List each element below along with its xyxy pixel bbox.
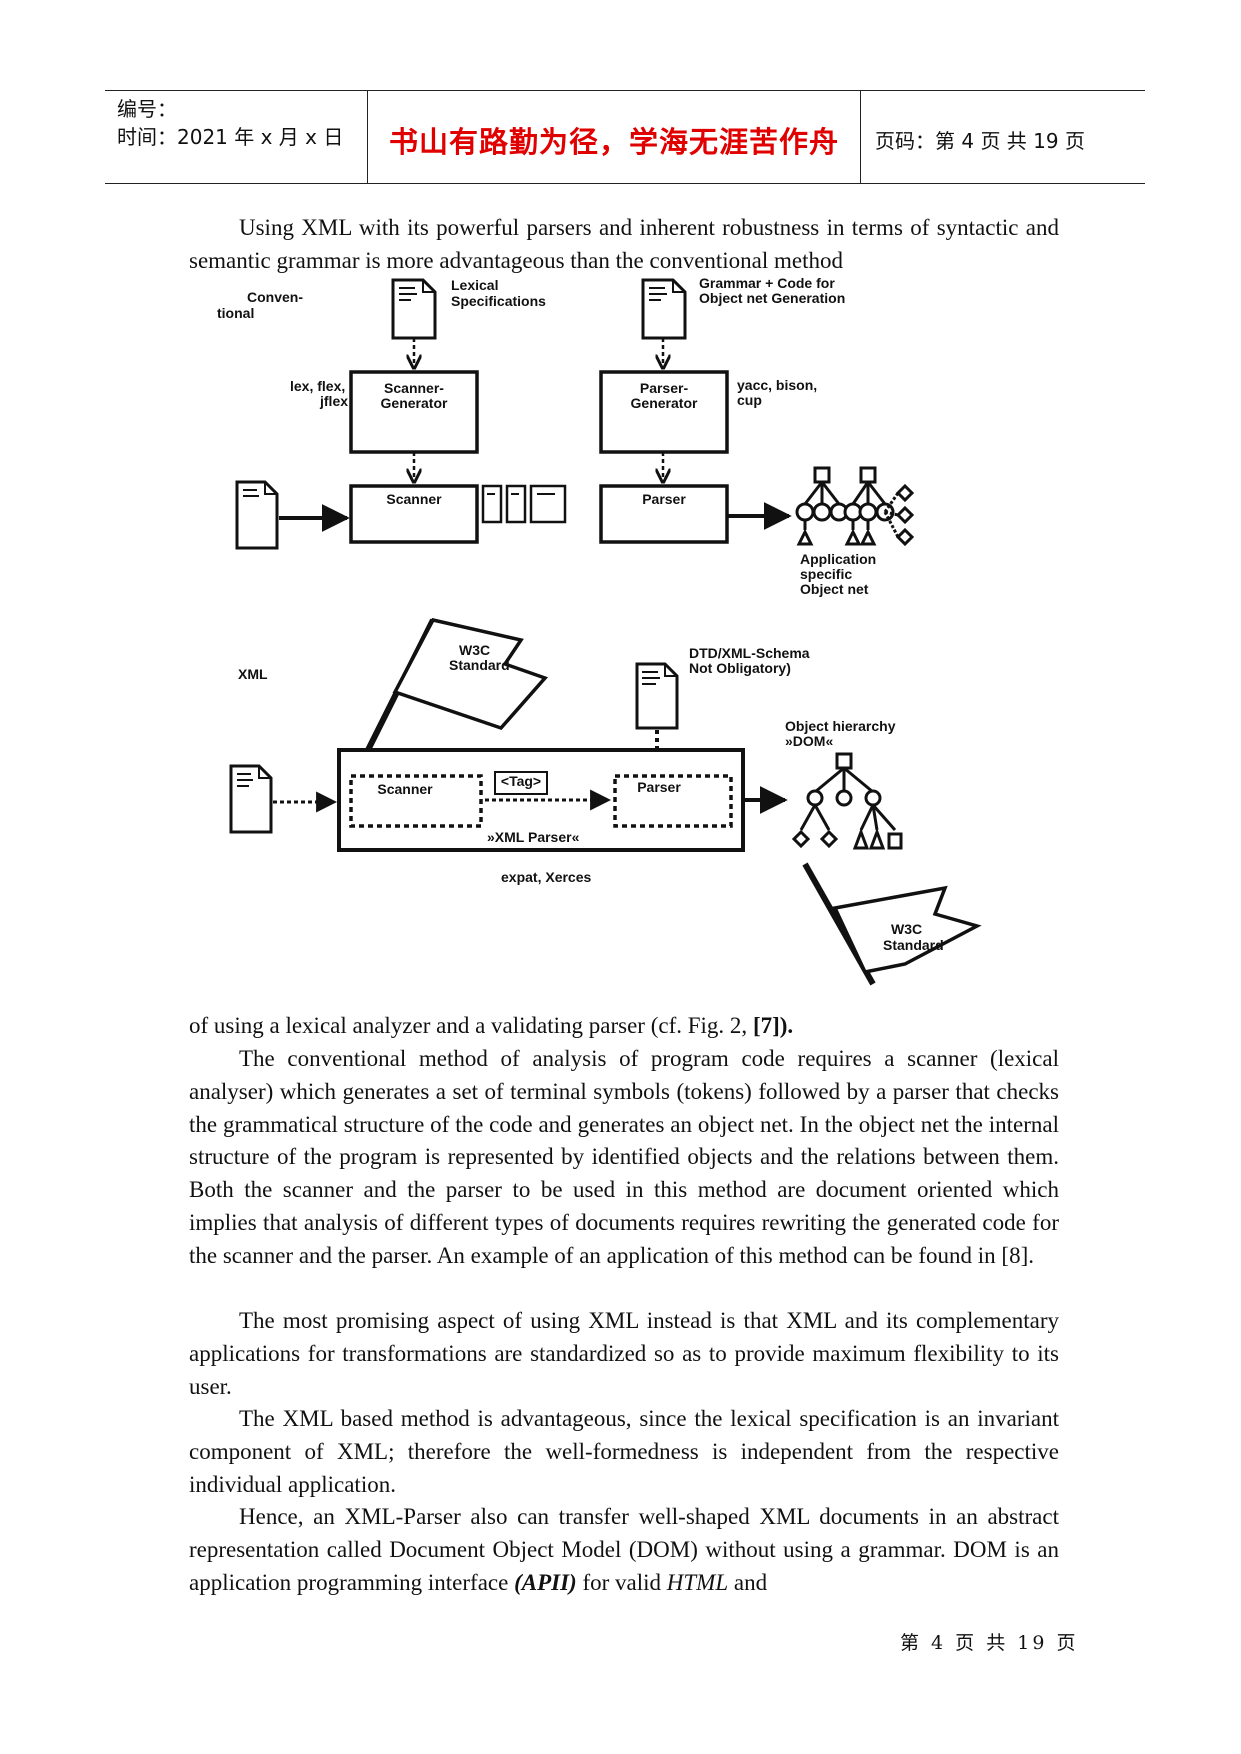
label-w3c-bottom-2: Standard — [883, 937, 944, 953]
figure-svg: Conven- tional Lexical Specifications Gr… — [217, 275, 982, 986]
label-xml: XML — [238, 666, 268, 682]
paragraph-5-text-b: for valid — [576, 1569, 667, 1595]
header-motto: 书山有路勤为径，学海无涯苦作舟 — [388, 125, 839, 159]
label-dtd-1: DTD/XML-Schema — [689, 645, 810, 661]
paragraph-3: The most promising aspect of using XML i… — [189, 1305, 1059, 1403]
label-w3c-top-2: Standard — [449, 657, 510, 673]
token-stream-icon — [481, 484, 567, 524]
label-lexical-spec-1: Lexical — [451, 277, 498, 293]
label-conventional-1: Conven- — [247, 289, 303, 305]
paragraph-1-tail-text: of using a lexical analyzer and a valida… — [189, 1013, 753, 1038]
parser-generator-box — [599, 370, 729, 454]
document-number-label: 编号： — [117, 97, 177, 121]
paragraph-4: The XML based method is advantageous, si… — [189, 1403, 1059, 1501]
label-scanner: Scanner — [386, 491, 442, 507]
label-scanner-gen-2: Generator — [381, 395, 448, 411]
paragraph-1-lead-text: Using XML with its powerful parsers and … — [189, 215, 1059, 273]
document-time-label: 时间：2021 年 x 月 x 日 — [117, 125, 344, 149]
paragraph-5-text-a: Hence, an XML-Parser also can transfer w… — [189, 1504, 1059, 1595]
paragraph-1-lead: Using XML with its powerful parsers and … — [189, 212, 1059, 278]
object-net-tree-icon — [795, 466, 915, 547]
label-expat: expat, Xerces — [501, 869, 591, 885]
paragraph-4-text: The XML based method is advantageous, si… — [189, 1406, 1059, 1497]
xml-scanner-box — [349, 774, 483, 828]
label-lexical-spec-2: Specifications — [451, 293, 546, 309]
paragraph-3-text: The most promising aspect of using XML i… — [189, 1308, 1059, 1399]
footer-page-number: 第 4 页 共 19 页 — [900, 1632, 1079, 1654]
figure-2-diagram: Conven- tional Lexical Specifications Gr… — [205, 272, 1025, 1002]
source-document-icon — [235, 480, 279, 550]
label-xml-scanner: Scanner — [377, 781, 433, 797]
paragraph-1-reference: [7]). — [752, 1013, 794, 1038]
label-app-net-2: specific — [800, 566, 852, 582]
label-parser-gen-2: Generator — [631, 395, 698, 411]
xml-source-document-icon — [229, 764, 273, 834]
label-grammar-code-1: Grammar + Code for — [699, 275, 835, 291]
label-app-net-1: Application — [800, 551, 876, 567]
label-app-net-3: Object net — [800, 581, 869, 597]
scanner-box — [349, 484, 479, 544]
header-meta-cell: 编号： 时间：2021 年 x 月 x 日 — [105, 91, 367, 183]
label-xml-parser-title: »XML Parser« — [487, 829, 580, 845]
paragraph-1-tail: of using a lexical analyzer and a valida… — [189, 1010, 1059, 1043]
label-yacc-tools-2: cup — [737, 392, 762, 408]
xml-parser-box — [613, 774, 733, 828]
label-parser: Parser — [642, 491, 686, 507]
paragraph-5-text-c: and — [728, 1569, 768, 1595]
label-grammar-code-2: Object net Generation — [699, 290, 845, 306]
label-yacc-tools-1: yacc, bison, — [737, 377, 817, 393]
dtd-schema-document-icon — [635, 662, 679, 730]
label-obj-hier-1: Object hierarchy — [785, 718, 896, 734]
paragraph-2-text: The conventional method of analysis of p… — [189, 1046, 1059, 1268]
label-conventional-2: tional — [217, 305, 254, 321]
w3c-flag-top-icon — [359, 617, 549, 764]
document-header: 编号： 时间：2021 年 x 月 x 日 书山有路勤为径，学海无涯苦作舟 页码… — [105, 90, 1145, 184]
header-page-label: 页码：第 4 页 共 19 页 — [875, 129, 1085, 153]
paragraph-5-html: HTML — [666, 1569, 729, 1595]
header-page-cell: 页码：第 4 页 共 19 页 — [861, 91, 1145, 183]
header-motto-cell: 书山有路勤为径，学海无涯苦作舟 — [367, 91, 861, 183]
dom-tree-icon — [791, 752, 903, 850]
grammar-document-icon — [641, 278, 687, 340]
label-w3c-top-1: W3C — [459, 642, 490, 658]
label-dtd-2: Not Obligatory) — [689, 660, 791, 676]
tag-token-icon — [494, 771, 548, 795]
paragraph-2: The conventional method of analysis of p… — [189, 1043, 1059, 1273]
label-lex-tools-1: lex, flex, — [290, 378, 345, 394]
paragraph-5: Hence, an XML-Parser also can transfer w… — [189, 1501, 1059, 1599]
label-w3c-bottom-1: W3C — [891, 921, 922, 937]
w3c-flag-bottom-icon — [802, 862, 982, 986]
label-parser-gen-1: Parser- — [640, 380, 689, 396]
label-obj-hier-2: »DOM« — [785, 733, 833, 749]
label-xml-parser: Parser — [637, 779, 681, 795]
paragraph-5-api: (APII) — [514, 1569, 577, 1595]
lexical-spec-document-icon — [391, 278, 437, 340]
label-tag: <Tag> — [501, 773, 541, 789]
label-scanner-gen-1: Scanner- — [384, 380, 444, 396]
label-lex-tools-2: jflex — [319, 393, 348, 409]
